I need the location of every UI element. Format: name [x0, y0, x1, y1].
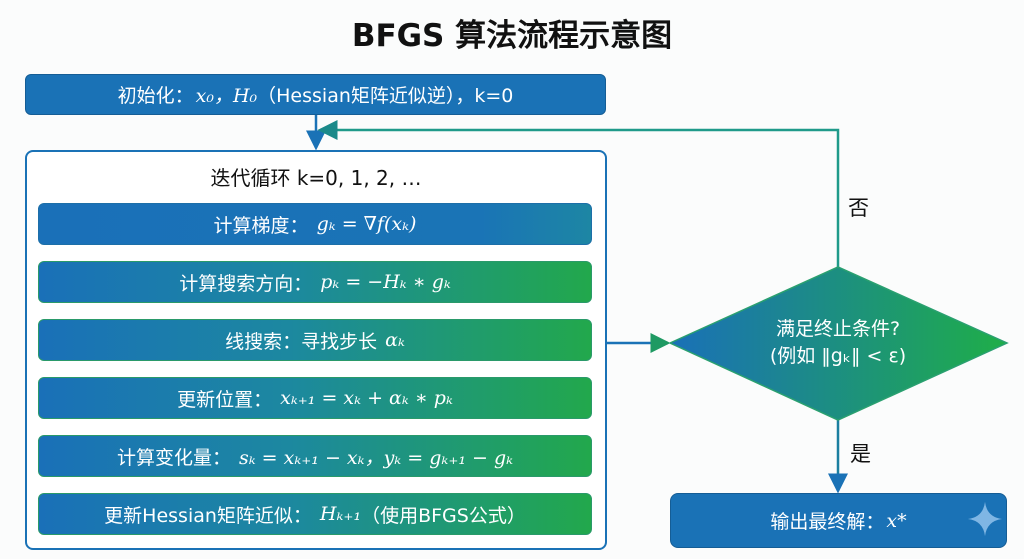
step-label: 更新位置：	[177, 388, 273, 411]
step-math: gₖ = ∇f(xₖ)	[316, 213, 417, 235]
step-math: sₖ = xₖ₊₁ − xₖ，yₖ = gₖ₊₁ − gₖ	[238, 446, 514, 469]
yes-label: 是	[850, 442, 871, 466]
step-compute-gradient: 计算梯度： gₖ = ∇f(xₖ)	[38, 203, 592, 245]
no-label: 否	[848, 196, 869, 220]
step-math: xₖ₊₁ = xₖ + αₖ ∗ pₖ	[280, 387, 453, 409]
step-line-search: 线搜索：寻找步长 αₖ	[38, 319, 592, 361]
output-math: x*	[886, 509, 907, 532]
diagram-title: BFGS 算法流程示意图	[351, 18, 673, 54]
step-label: 线搜索：寻找步长	[225, 330, 378, 353]
step-label: 计算变化量：	[116, 446, 231, 469]
init-label: 初始化：	[117, 85, 194, 107]
output-label: 输出最终解：	[770, 511, 885, 533]
decision-line2: (例如 ‖gₖ‖ < ε)	[769, 345, 907, 367]
step-update-position: 更新位置： xₖ₊₁ = xₖ + αₖ ∗ pₖ	[38, 377, 592, 419]
step-math: αₖ	[385, 329, 405, 351]
step-compute-changes: 计算变化量： sₖ = xₖ₊₁ − xₖ，yₖ = gₖ₊₁ − gₖ	[38, 435, 592, 477]
init-box: 初始化： x₀，H₀ （Hessian矩阵近似逆），k=0	[25, 74, 606, 115]
step-update-hessian: 更新Hessian矩阵近似： Hₖ₊₁（使用BFGS公式）	[38, 493, 592, 535]
decision-text: 满足终止条件? (例如 ‖gₖ‖ < ε)	[700, 316, 976, 370]
step-label: 更新Hessian矩阵近似：	[104, 504, 312, 527]
sparkle-icon	[967, 501, 1003, 537]
arrow-no-loop-back	[317, 120, 840, 267]
decision-diamond	[668, 266, 1009, 421]
loop-title: 迭代循环 k=0, 1, 2, …	[210, 166, 422, 190]
step-label: 计算搜索方向：	[179, 272, 313, 295]
step-math: pₖ = −Hₖ ∗ gₖ	[320, 271, 451, 293]
init-suffix: （Hessian矩阵近似逆），k=0	[257, 85, 514, 107]
decision-line1: 满足终止条件?	[775, 318, 901, 340]
output-box: 输出最终解：x*	[670, 493, 1007, 548]
step-label: 计算梯度：	[213, 214, 309, 237]
step-suffix: （使用BFGS公式）	[361, 504, 526, 527]
step-math: Hₖ₊₁	[319, 503, 362, 525]
init-math: x₀，H₀	[195, 85, 258, 107]
step-search-direction: 计算搜索方向： pₖ = −Hₖ ∗ gₖ	[38, 261, 592, 303]
